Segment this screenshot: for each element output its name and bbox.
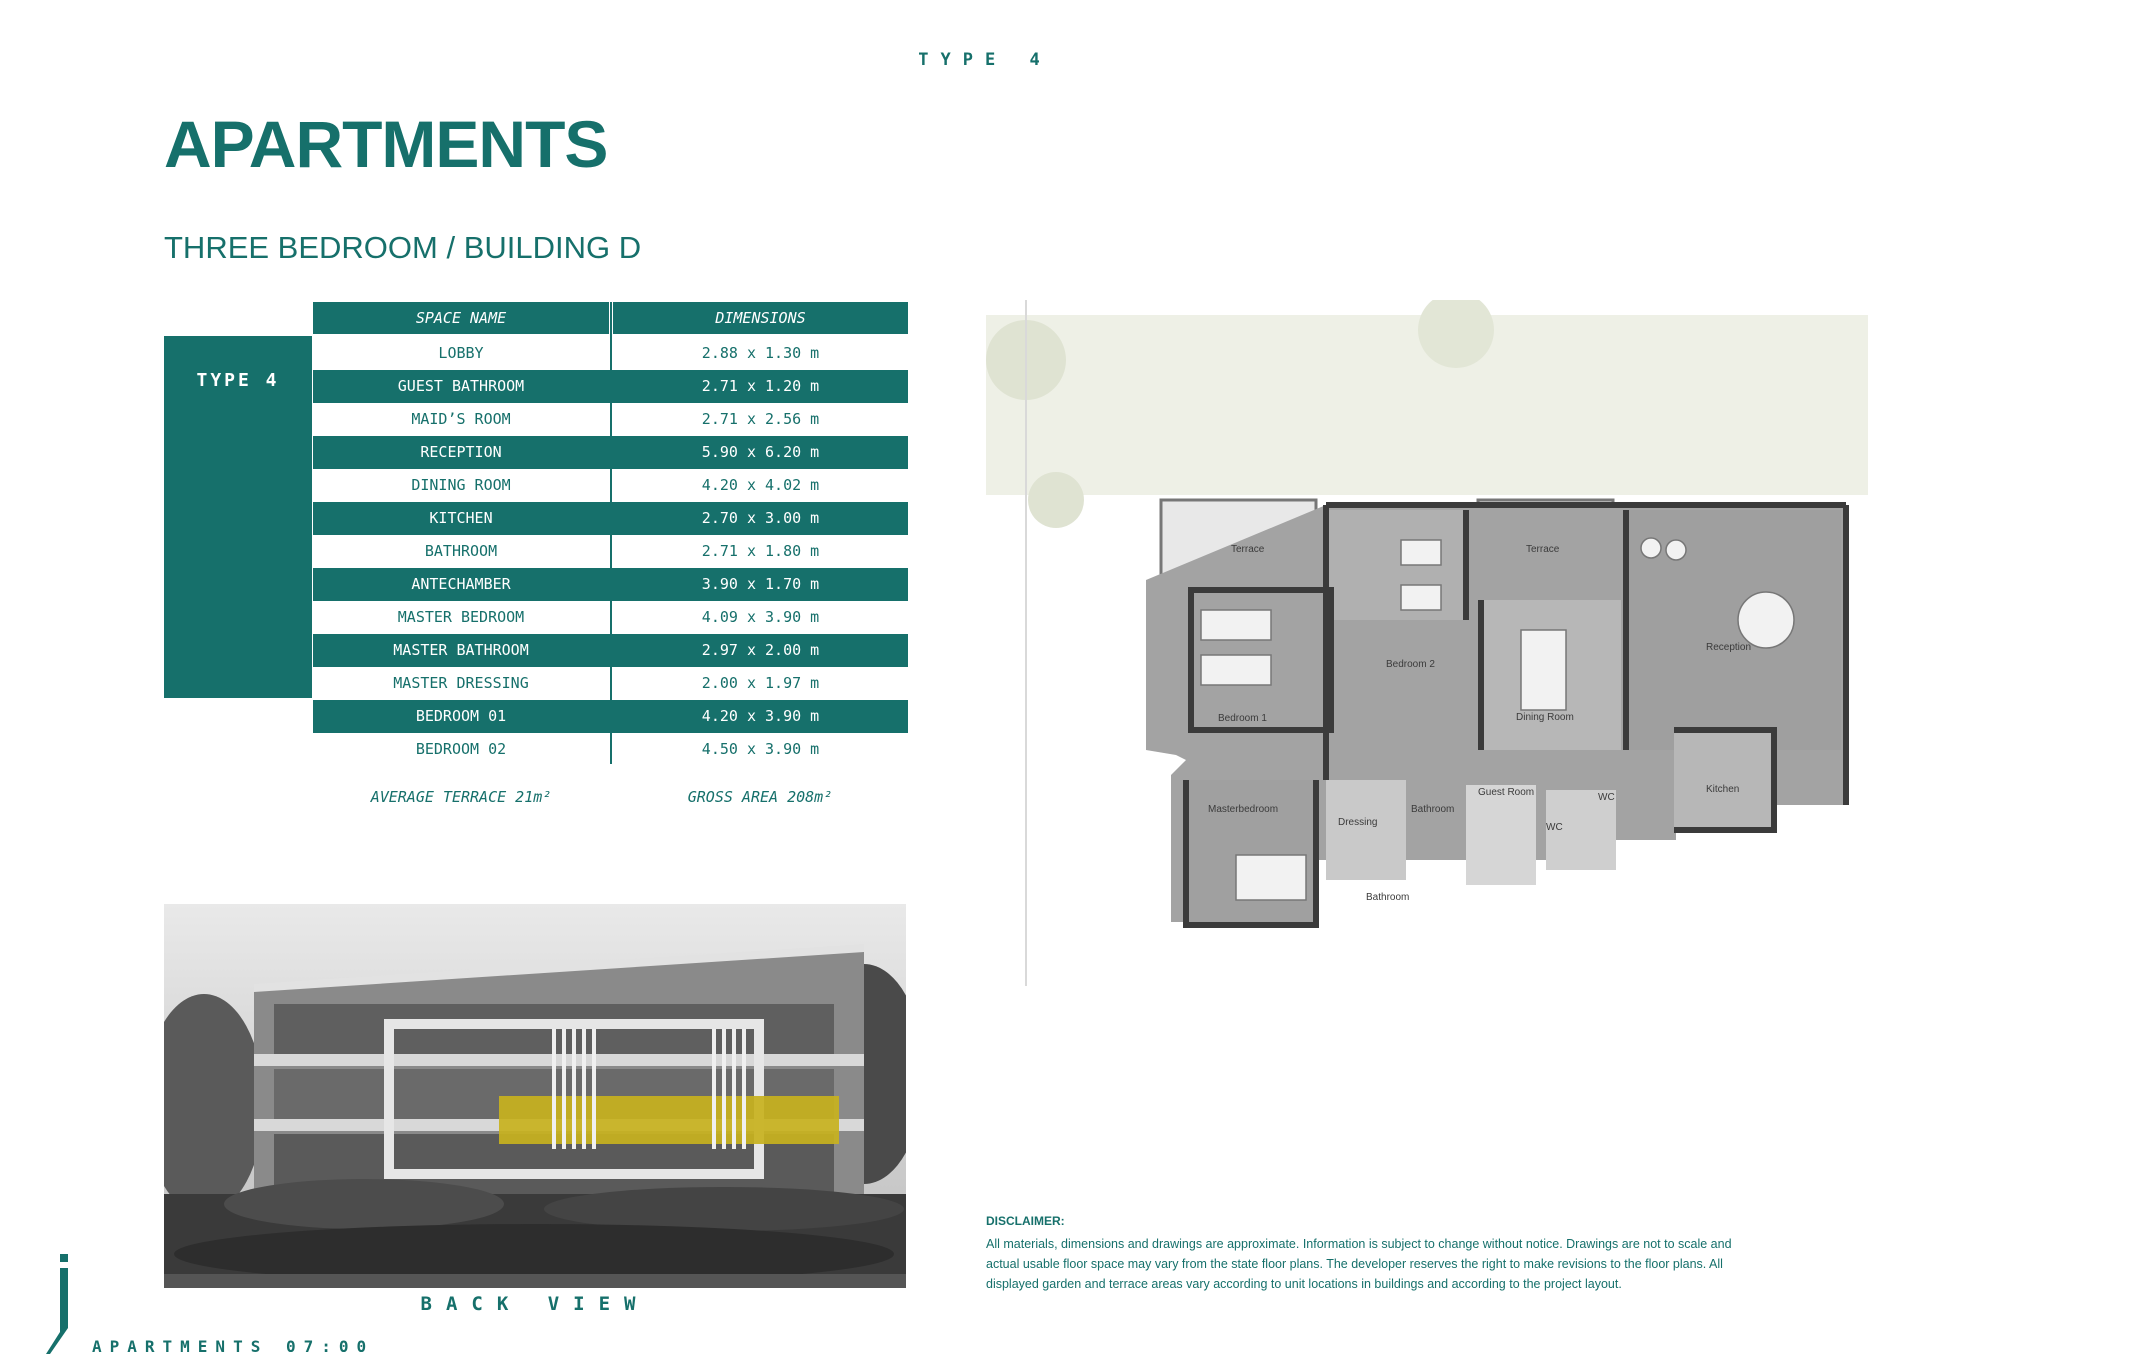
dimensions-cell: 5.90 x 6.20 m: [701, 443, 820, 461]
plan-label-wc1: WC: [1598, 792, 1615, 803]
table-row: MASTER DRESSING 2.00 x 1.97 m: [313, 667, 908, 700]
dimensions-cell: 4.50 x 3.90 m: [701, 740, 820, 758]
dimensions-cell: 2.70 x 3.00 m: [701, 509, 820, 527]
dimensions-cell: 2.97 x 2.00 m: [701, 641, 820, 659]
photo-caption: BACK VIEW: [420, 1293, 650, 1315]
type-block: TYPE 4: [164, 336, 312, 698]
header-dimensions: DIMENSIONS: [613, 302, 908, 334]
disclaimer-body: All materials, dimensions and drawings a…: [986, 1237, 1732, 1291]
gross-area: GROSS AREA 208m²: [687, 788, 833, 806]
plan-label-guest-room: Guest Room: [1478, 787, 1534, 798]
space-name-cell: ANTECHAMBER: [411, 575, 511, 593]
space-name-cell: MASTER BATHROOM: [393, 641, 529, 659]
space-name-cell: BEDROOM 01: [415, 707, 507, 725]
dimensions-cell: 4.20 x 3.90 m: [701, 707, 820, 725]
space-name-cell: BEDROOM 02: [415, 740, 507, 758]
plan-label-dining: Dining Room: [1516, 712, 1574, 723]
page-type-label: TYPE 4: [918, 50, 1052, 70]
page-subtitle: THREE BEDROOM / BUILDING D: [164, 230, 642, 265]
plan-label-wc2: WC: [1546, 822, 1563, 833]
dimensions-cell: 2.71 x 2.56 m: [701, 410, 820, 428]
plan-label-kitchen: Kitchen: [1706, 784, 1739, 795]
plan-label-dressing: Dressing: [1338, 817, 1377, 828]
table-row: MAID’S ROOM 2.71 x 2.56 m: [313, 403, 908, 436]
dimensions-cell: 2.71 x 1.80 m: [701, 542, 820, 560]
footer-label: APARTMENTS 07:00: [92, 1337, 375, 1356]
page-title: APARTMENTS: [164, 107, 608, 181]
table-row: BATHROOM 2.71 x 1.80 m: [313, 535, 908, 568]
plan-label-bedroom1: Bedroom 1: [1218, 713, 1267, 724]
space-name-cell: KITCHEN: [429, 509, 493, 527]
space-name-cell: RECEPTION: [420, 443, 502, 461]
space-name-cell: DINING ROOM: [411, 476, 511, 494]
space-name-cell: MAID’S ROOM: [411, 410, 511, 428]
column-divider: [610, 302, 612, 764]
table-row: LOBBY 2.88 x 1.30 m: [313, 337, 908, 370]
average-terrace: AVERAGE TERRACE 21m²: [370, 788, 552, 806]
dimensions-cell: 2.00 x 1.97 m: [701, 674, 820, 692]
dimensions-cell: 4.09 x 3.90 m: [701, 608, 820, 626]
brand-logo-icon: [46, 1254, 68, 1354]
plan-label-terrace-left: Terrace: [1231, 544, 1265, 555]
space-name-cell: MASTER DRESSING: [393, 674, 529, 692]
table-row: BEDROOM 02 4.50 x 3.90 m: [313, 733, 908, 766]
building-back-view-photo: [164, 904, 906, 1288]
disclaimer-title: DISCLAIMER:: [986, 1214, 1065, 1228]
header-space-name: SPACE NAME: [313, 302, 609, 334]
dimensions-cell: 2.88 x 1.30 m: [701, 344, 820, 362]
plan-label-bathroom-small: Bathroom: [1411, 804, 1454, 815]
space-name-cell: BATHROOM: [424, 542, 498, 560]
plan-label-bedroom2: Bedroom 2: [1386, 659, 1435, 670]
space-name-cell: LOBBY: [438, 344, 484, 362]
dimensions-cell: 2.71 x 1.20 m: [701, 377, 820, 395]
floor-plan: Terrace Terrace Bedroom 2 Bedroom 1 Dini…: [986, 300, 1868, 986]
plan-label-terrace-right: Terrace: [1526, 544, 1560, 555]
plan-label-reception: Reception: [1706, 642, 1751, 653]
plan-label-masterbedroom: Masterbedroom: [1208, 804, 1278, 815]
table-row: DINING ROOM 4.20 x 4.02 m: [313, 469, 908, 502]
table-row: MASTER BEDROOM 4.09 x 3.90 m: [313, 601, 908, 634]
space-name-cell: GUEST BATHROOM: [397, 377, 525, 395]
type-block-label: TYPE 4: [196, 370, 280, 391]
dimensions-cell: 3.90 x 1.70 m: [701, 575, 820, 593]
plan-label-bathroom-lower: Bathroom: [1366, 892, 1409, 903]
space-name-cell: MASTER BEDROOM: [397, 608, 525, 626]
dimensions-cell: 4.20 x 4.02 m: [701, 476, 820, 494]
